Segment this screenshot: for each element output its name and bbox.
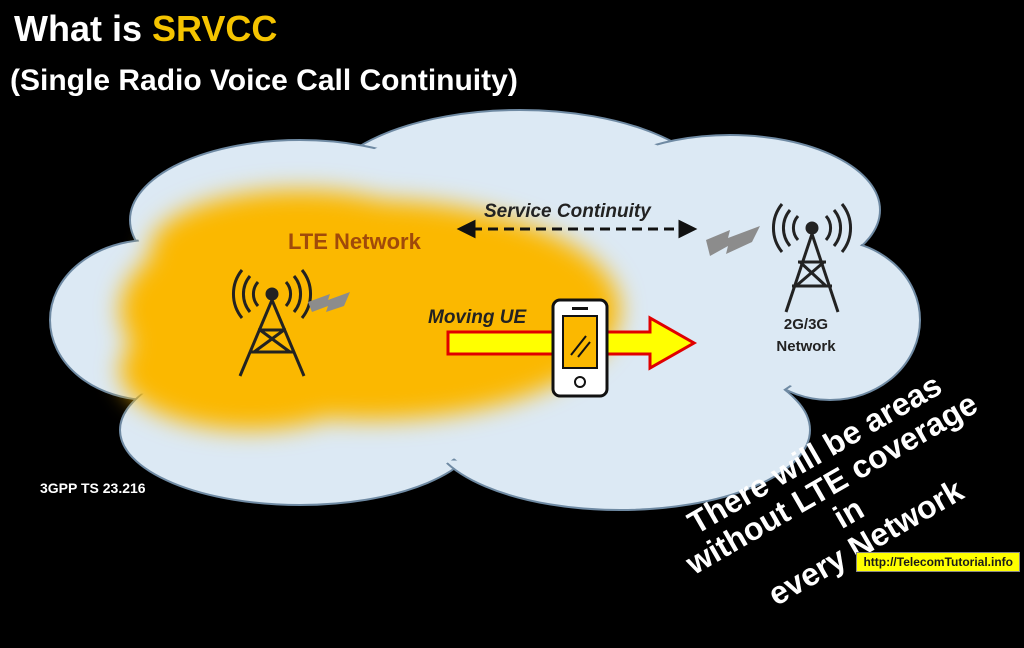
website-link[interactable]: http://TelecomTutorial.info (856, 552, 1020, 572)
moving-ue-label: Moving UE (428, 307, 527, 328)
legacy-network-label-line2: Network (776, 338, 836, 355)
service-continuity-arrow (456, 219, 698, 239)
page-title: What is SRVCC (14, 8, 277, 50)
srvcc-diagram (49, 109, 921, 511)
title-highlight: SRVCC (152, 8, 278, 49)
page-subtitle: (Single Radio Voice Call Continuity) (10, 64, 518, 97)
title-prefix: What is (14, 8, 153, 49)
service-continuity-label: Service Continuity (484, 201, 651, 222)
lte-tower-icon (232, 269, 312, 377)
lte-network-label: LTE Network (288, 229, 421, 254)
signal-bolt-icon (308, 292, 350, 312)
legacy-network-label-line1: 2G/3G (783, 316, 829, 333)
legacy-network-label: 2G/3G Network (768, 314, 844, 358)
legacy-tower-icon (772, 203, 852, 313)
spec-reference: 3GPP TS 23.216 (40, 480, 146, 496)
signal-bolt-icon (706, 226, 760, 256)
smartphone-icon (551, 298, 609, 398)
